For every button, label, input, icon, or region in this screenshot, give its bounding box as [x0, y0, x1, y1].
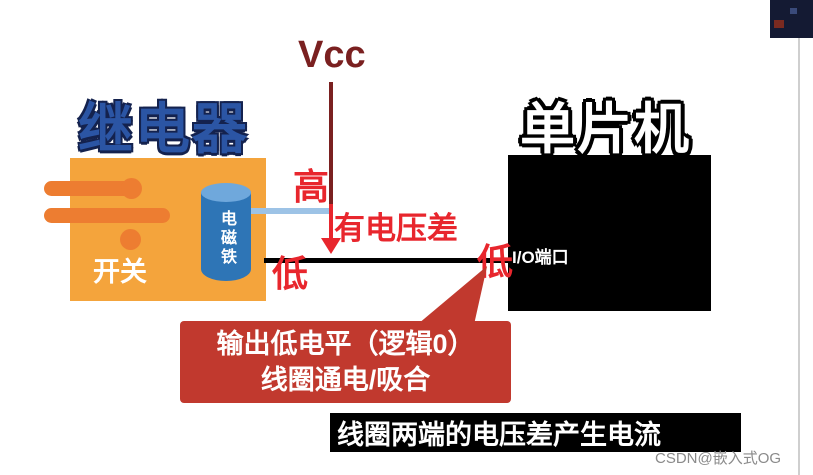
coil-wire-blue: [251, 208, 331, 214]
mcu-block: [508, 155, 711, 311]
callout-line-1: 输出低电平（逻辑0）: [216, 328, 475, 359]
vcc-wire: [329, 82, 333, 206]
watermark-text: CSDN@嵌入式OG: [655, 450, 782, 467]
right-edge-divider: [798, 0, 800, 475]
caption-bar: 线圈两端的电压差产生电流: [330, 413, 741, 452]
relay-contact-point-bottom: [120, 229, 141, 250]
switch-label: 开关: [93, 257, 147, 287]
current-arrow-head-icon: [321, 238, 341, 254]
electromagnet-cylinder-top: [201, 183, 251, 202]
callout-tail: [418, 266, 488, 324]
relay-contact-point-top: [121, 178, 142, 199]
thumbnail-detail: [774, 20, 784, 28]
electromagnet-cylinder: [201, 192, 251, 281]
mcu-title: 单片机: [520, 98, 692, 160]
thumbnail-detail: [790, 8, 797, 14]
relay-title: 继电器: [78, 98, 250, 160]
electromagnet-label: 电磁铁: [218, 210, 235, 267]
callout-line-2: 线圈通电/吸合: [260, 365, 431, 395]
voltage-difference-label: 有电压差: [334, 211, 458, 246]
caption-text: 线圈两端的电压差产生电流: [337, 420, 661, 450]
relay-contact-bar-middle: [44, 208, 170, 223]
low-level-label-left: 低: [272, 253, 309, 294]
io-port-label: I/O端口: [512, 248, 569, 267]
relay-contact-bar-top: [44, 181, 132, 196]
coil-wire-black: [264, 258, 510, 263]
callout-bubble: 输出低电平（逻辑0） 线圈通电/吸合: [180, 321, 511, 403]
corner-thumbnail-fragment: [770, 0, 813, 38]
vcc-label: Vcc: [298, 34, 366, 76]
high-level-label: 高: [293, 166, 330, 207]
current-arrow-shaft: [329, 204, 333, 240]
